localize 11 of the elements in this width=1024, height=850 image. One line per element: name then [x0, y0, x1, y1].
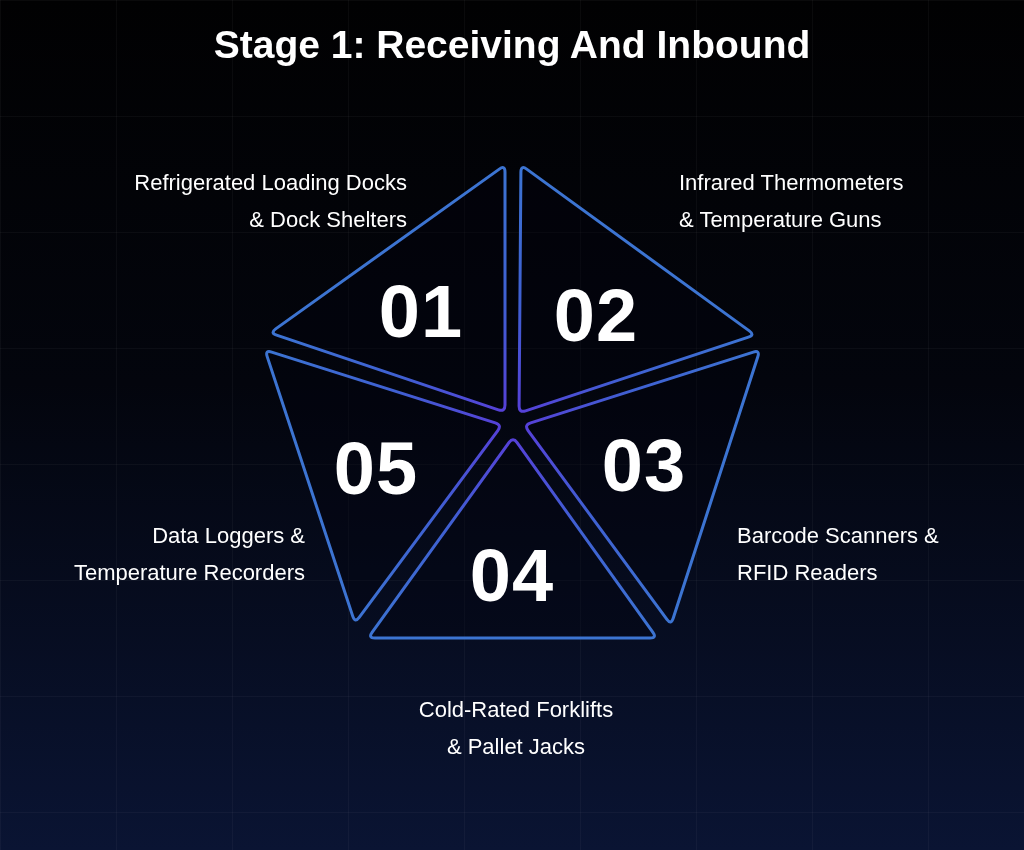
- segment-caption: Data Loggers & Temperature Recorders: [72, 522, 305, 587]
- segment-number: 04: [469, 538, 555, 614]
- title: Stage 1: Receiving And Inbound: [212, 22, 812, 68]
- segment-caption: Cold-Rated Forklifts & Pallet Jacks: [417, 696, 615, 761]
- segment-number: 03: [601, 428, 687, 504]
- segment-number: 05: [333, 431, 419, 507]
- segment-number: 01: [378, 274, 464, 350]
- segment-caption: Infrared Thermometers & Temperature Guns: [679, 169, 905, 234]
- segment-caption: Refrigerated Loading Docks & Dock Shelters: [133, 169, 407, 234]
- segment-caption: Barcode Scanners & RFID Readers: [737, 522, 940, 587]
- segment-number: 02: [553, 278, 639, 354]
